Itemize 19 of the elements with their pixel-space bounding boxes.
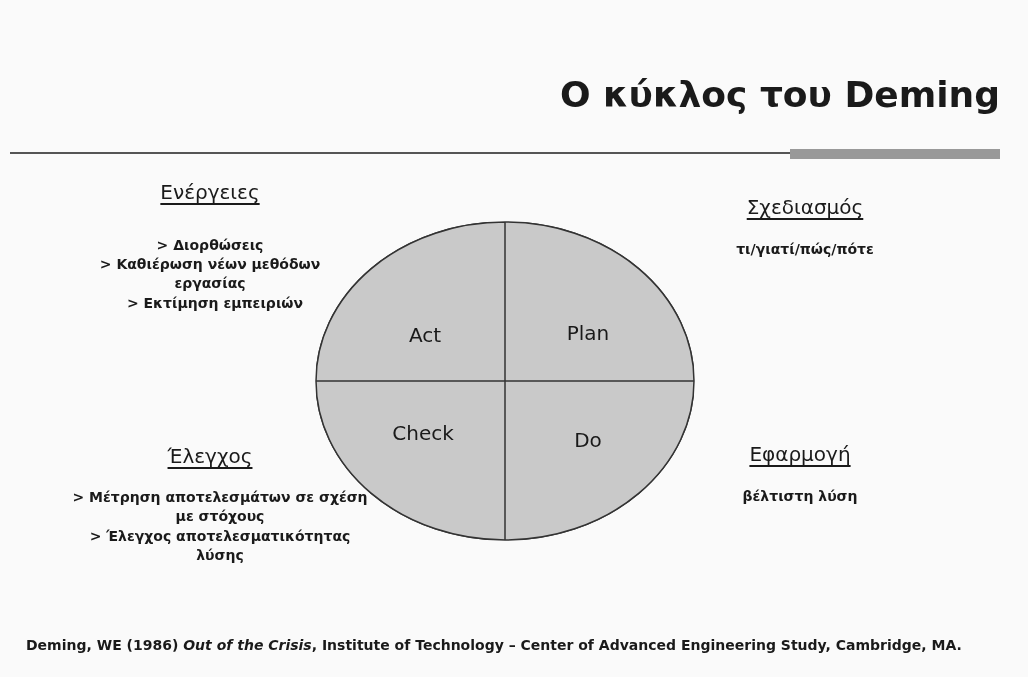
bullet-text: > Καθιέρωση νέων μεθόδων εργασίας	[98, 255, 322, 293]
quadrant-label: Check	[392, 421, 454, 445]
quadrant-label: Act	[408, 323, 442, 347]
section-heading: Σχεδιασμός	[745, 198, 865, 217]
bullet-text: > Εκτίμηση εμπειριών	[125, 294, 305, 313]
bullet-text: > Διορθώσεις	[155, 236, 265, 255]
section-heading: Ενέργειες	[159, 183, 261, 202]
citation: Deming, WE (1986) Out of the Crisis, Institute of Technology – Center of Advanced Engineering Study, Cambridge, MA.	[26, 636, 963, 655]
quadrant-label: Do	[574, 428, 602, 452]
section-heading: Έλεγχος	[166, 447, 254, 466]
quadrant-label: Plan	[566, 321, 610, 345]
title: Ο κύκλος του Deming	[559, 74, 1000, 115]
section-heading: Εφαρμογή	[748, 445, 852, 464]
bullet-text: βέλτιστη λύση	[741, 487, 859, 506]
bullet-text: τι/γιατί/πώς/πότε	[735, 240, 875, 259]
bullet-text: > Μέτρηση αποτελεσμάτων σε σχέση με στόχους	[71, 488, 369, 526]
bullet-text: > Έλεγχος αποτελεσματικότητας λύσης	[88, 527, 352, 565]
quadrant	[505, 381, 694, 540]
quadrant	[505, 222, 694, 381]
